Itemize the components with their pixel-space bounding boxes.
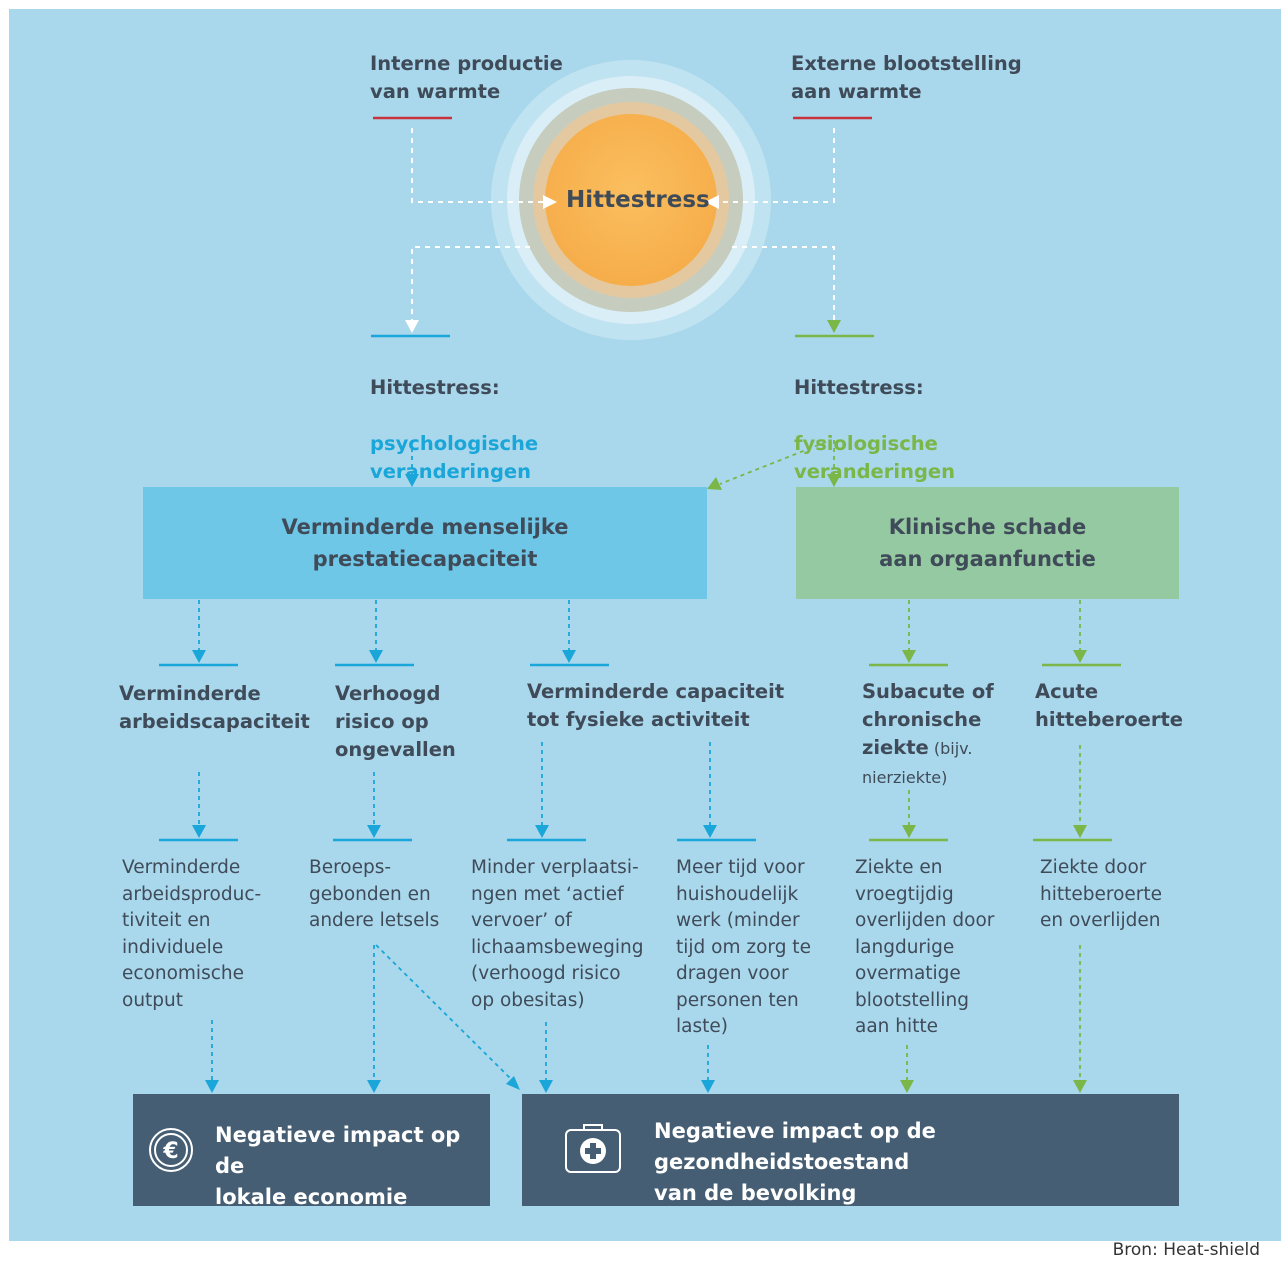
euro-coin-icon: € [149, 1128, 193, 1172]
phys-heading: Hittestress: fysiologische veranderingen [794, 346, 955, 486]
effect-chronic-note: (bijv. nierziekte) [862, 739, 973, 787]
clinical-box-shape [796, 487, 1179, 599]
outcome-injuries: Beroeps- gebonden en andere letsels [309, 857, 440, 931]
external-heat-label: Externe blootstelling aan warmte [791, 52, 1022, 103]
effect-chronic: Subacute of chronische ziekte (bijv. nie… [862, 678, 994, 792]
impact-economy-label: Negatieve impact op de lokale economie [215, 1123, 461, 1209]
effect-activity: Verminderde capaciteit tot fysieke activ… [527, 680, 785, 731]
effect-work: Verminderde arbeidscapaciteit [119, 682, 310, 733]
impact-health-label: Negatieve impact op de gezondheidstoesta… [654, 1119, 936, 1205]
effect-chronic-label: Subacute of chronische ziekte [862, 680, 994, 759]
arrowhead-phys [827, 320, 841, 333]
impact-health-box: Negatieve impact op de gezondheidstoesta… [522, 1094, 1179, 1206]
source-credit: Bron: Heat-shield [1112, 1240, 1260, 1260]
heat-stress-sun [491, 60, 771, 340]
svg-text:€: € [162, 1139, 178, 1164]
phys-subtitle: fysiologische veranderingen [794, 432, 956, 483]
outcome-death-stroke: Ziekte door hitteberoerte en overlijden [1040, 857, 1163, 931]
first-aid-kit-icon [565, 1124, 621, 1173]
psych-title: Hittestress: [370, 376, 500, 399]
capacity-box-shape [143, 487, 707, 599]
internal-heat-label: Interne productie van warmte [370, 52, 563, 103]
effect-acute: Acute hitteberoerte [1035, 680, 1184, 731]
capacity-box: Verminderde menselijke prestatiecapacite… [281, 515, 569, 571]
phys-title: Hittestress: [794, 376, 924, 399]
outcome-household: Meer tijd voor huishoudelijk werk (minde… [676, 857, 811, 1037]
input-arrows [411, 128, 835, 320]
clinical-box: Klinische schade aan orgaanfunctie [879, 515, 1096, 571]
impact-economy-box: € Negatieve impact op de lokale economie [133, 1094, 490, 1209]
effect-accident: Verhoogd risico op ongevallen [335, 682, 456, 761]
outcome-transport: Minder verplaatsi- ngen met ‘actief verv… [471, 857, 644, 1011]
input-arrowheads [405, 195, 719, 333]
outcome-death-exposure: Ziekte en vroegtijdig overlijden door la… [855, 857, 995, 1037]
heat-stress-label: Hittestress [566, 187, 710, 213]
psych-heading: Hittestress: psychologische veranderinge… [370, 346, 538, 486]
outcome-productivity: Verminderde arbeidsproduc- tiviteit en i… [122, 857, 262, 1011]
psych-subtitle: psychologische veranderingen [370, 432, 539, 483]
